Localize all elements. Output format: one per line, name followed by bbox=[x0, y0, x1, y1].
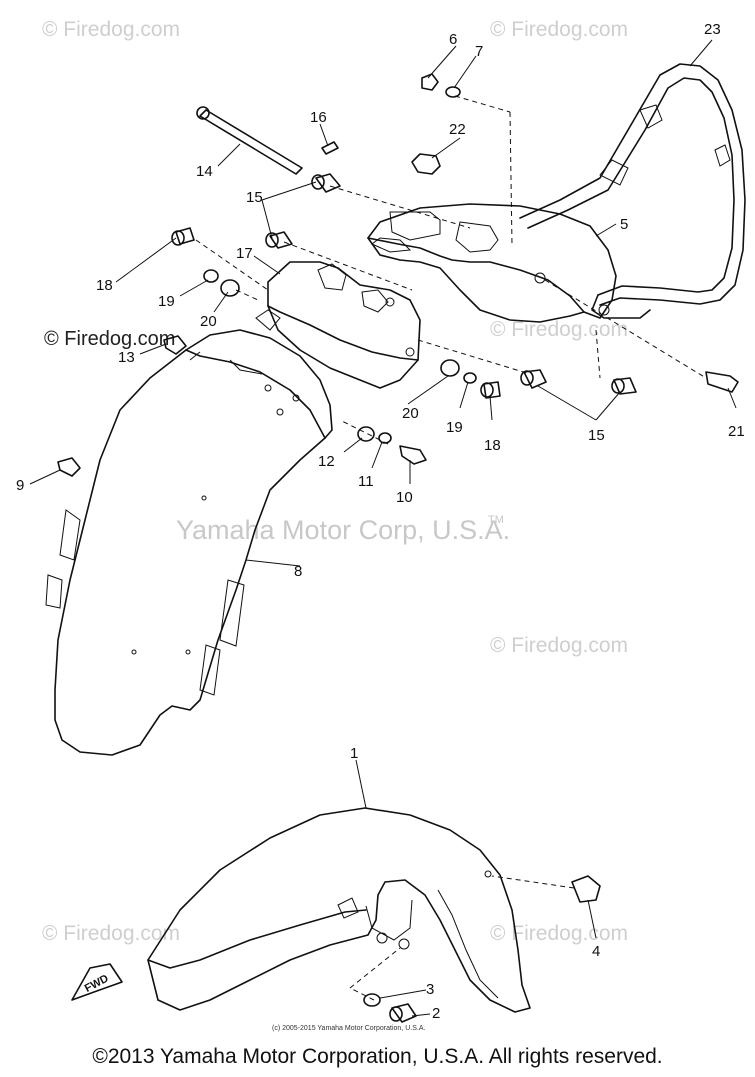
rear-fender-upper-part bbox=[367, 203, 617, 323]
grab-bar-part bbox=[519, 63, 746, 319]
callout-11: 11 bbox=[358, 473, 374, 490]
callout-2: 2 bbox=[432, 1005, 440, 1022]
watermark: © Firedog.com bbox=[490, 318, 629, 341]
callout-12: 12 bbox=[318, 453, 335, 470]
watermark: © Firedog.com bbox=[490, 634, 629, 657]
callout-10: 10 bbox=[396, 489, 413, 506]
callout-15: 15 bbox=[588, 427, 605, 444]
callout-19: 19 bbox=[158, 293, 175, 310]
callout-18: 18 bbox=[96, 277, 113, 294]
callout-5: 5 bbox=[620, 216, 628, 233]
rear-fender-part bbox=[45, 329, 333, 756]
callout-7: 7 bbox=[475, 43, 483, 60]
watermark: © Firedog.com bbox=[44, 328, 176, 350]
hardware-parts bbox=[57, 73, 739, 1023]
callout-22: 22 bbox=[449, 121, 466, 138]
callout-15: 15 bbox=[246, 189, 263, 206]
front-fender-part bbox=[147, 807, 531, 1013]
callout-9: 9 bbox=[16, 477, 24, 494]
callout-23: 23 bbox=[704, 21, 721, 38]
callout-19: 19 bbox=[446, 419, 463, 436]
callout-1: 1 bbox=[350, 745, 358, 762]
callout-17: 17 bbox=[236, 245, 253, 262]
callout-20: 20 bbox=[402, 405, 419, 422]
callout-8: 8 bbox=[294, 563, 302, 580]
callout-16: 16 bbox=[310, 109, 327, 126]
watermark: © Firedog.com bbox=[490, 18, 629, 41]
small-copyright: (c) 2005-2015 Yamaha Motor Corporation, … bbox=[272, 1025, 426, 1032]
callout-4: 4 bbox=[592, 943, 600, 960]
bracket-housing-part bbox=[255, 261, 421, 389]
watermark: © Firedog.com bbox=[42, 922, 181, 945]
callout-18: 18 bbox=[484, 437, 501, 454]
callout-3: 3 bbox=[426, 981, 434, 998]
callout-13: 13 bbox=[118, 349, 135, 366]
callout-6: 6 bbox=[449, 31, 457, 48]
trademark-mark: TM bbox=[488, 514, 504, 526]
callout-14: 14 bbox=[196, 163, 213, 180]
watermark: © Firedog.com bbox=[42, 18, 181, 41]
callout-21: 21 bbox=[728, 423, 745, 440]
brand-watermark: Yamaha Motor Corp, U.S.A. bbox=[176, 515, 511, 545]
copyright-footer: ©2013 Yamaha Motor Corporation, U.S.A. A… bbox=[92, 1045, 663, 1068]
callout-20: 20 bbox=[200, 313, 217, 330]
leader-lines bbox=[29, 39, 737, 1017]
callout-labels: 23 6 7 22 16 14 15 5 17 18 19 20 13 9 8 … bbox=[16, 21, 745, 1022]
